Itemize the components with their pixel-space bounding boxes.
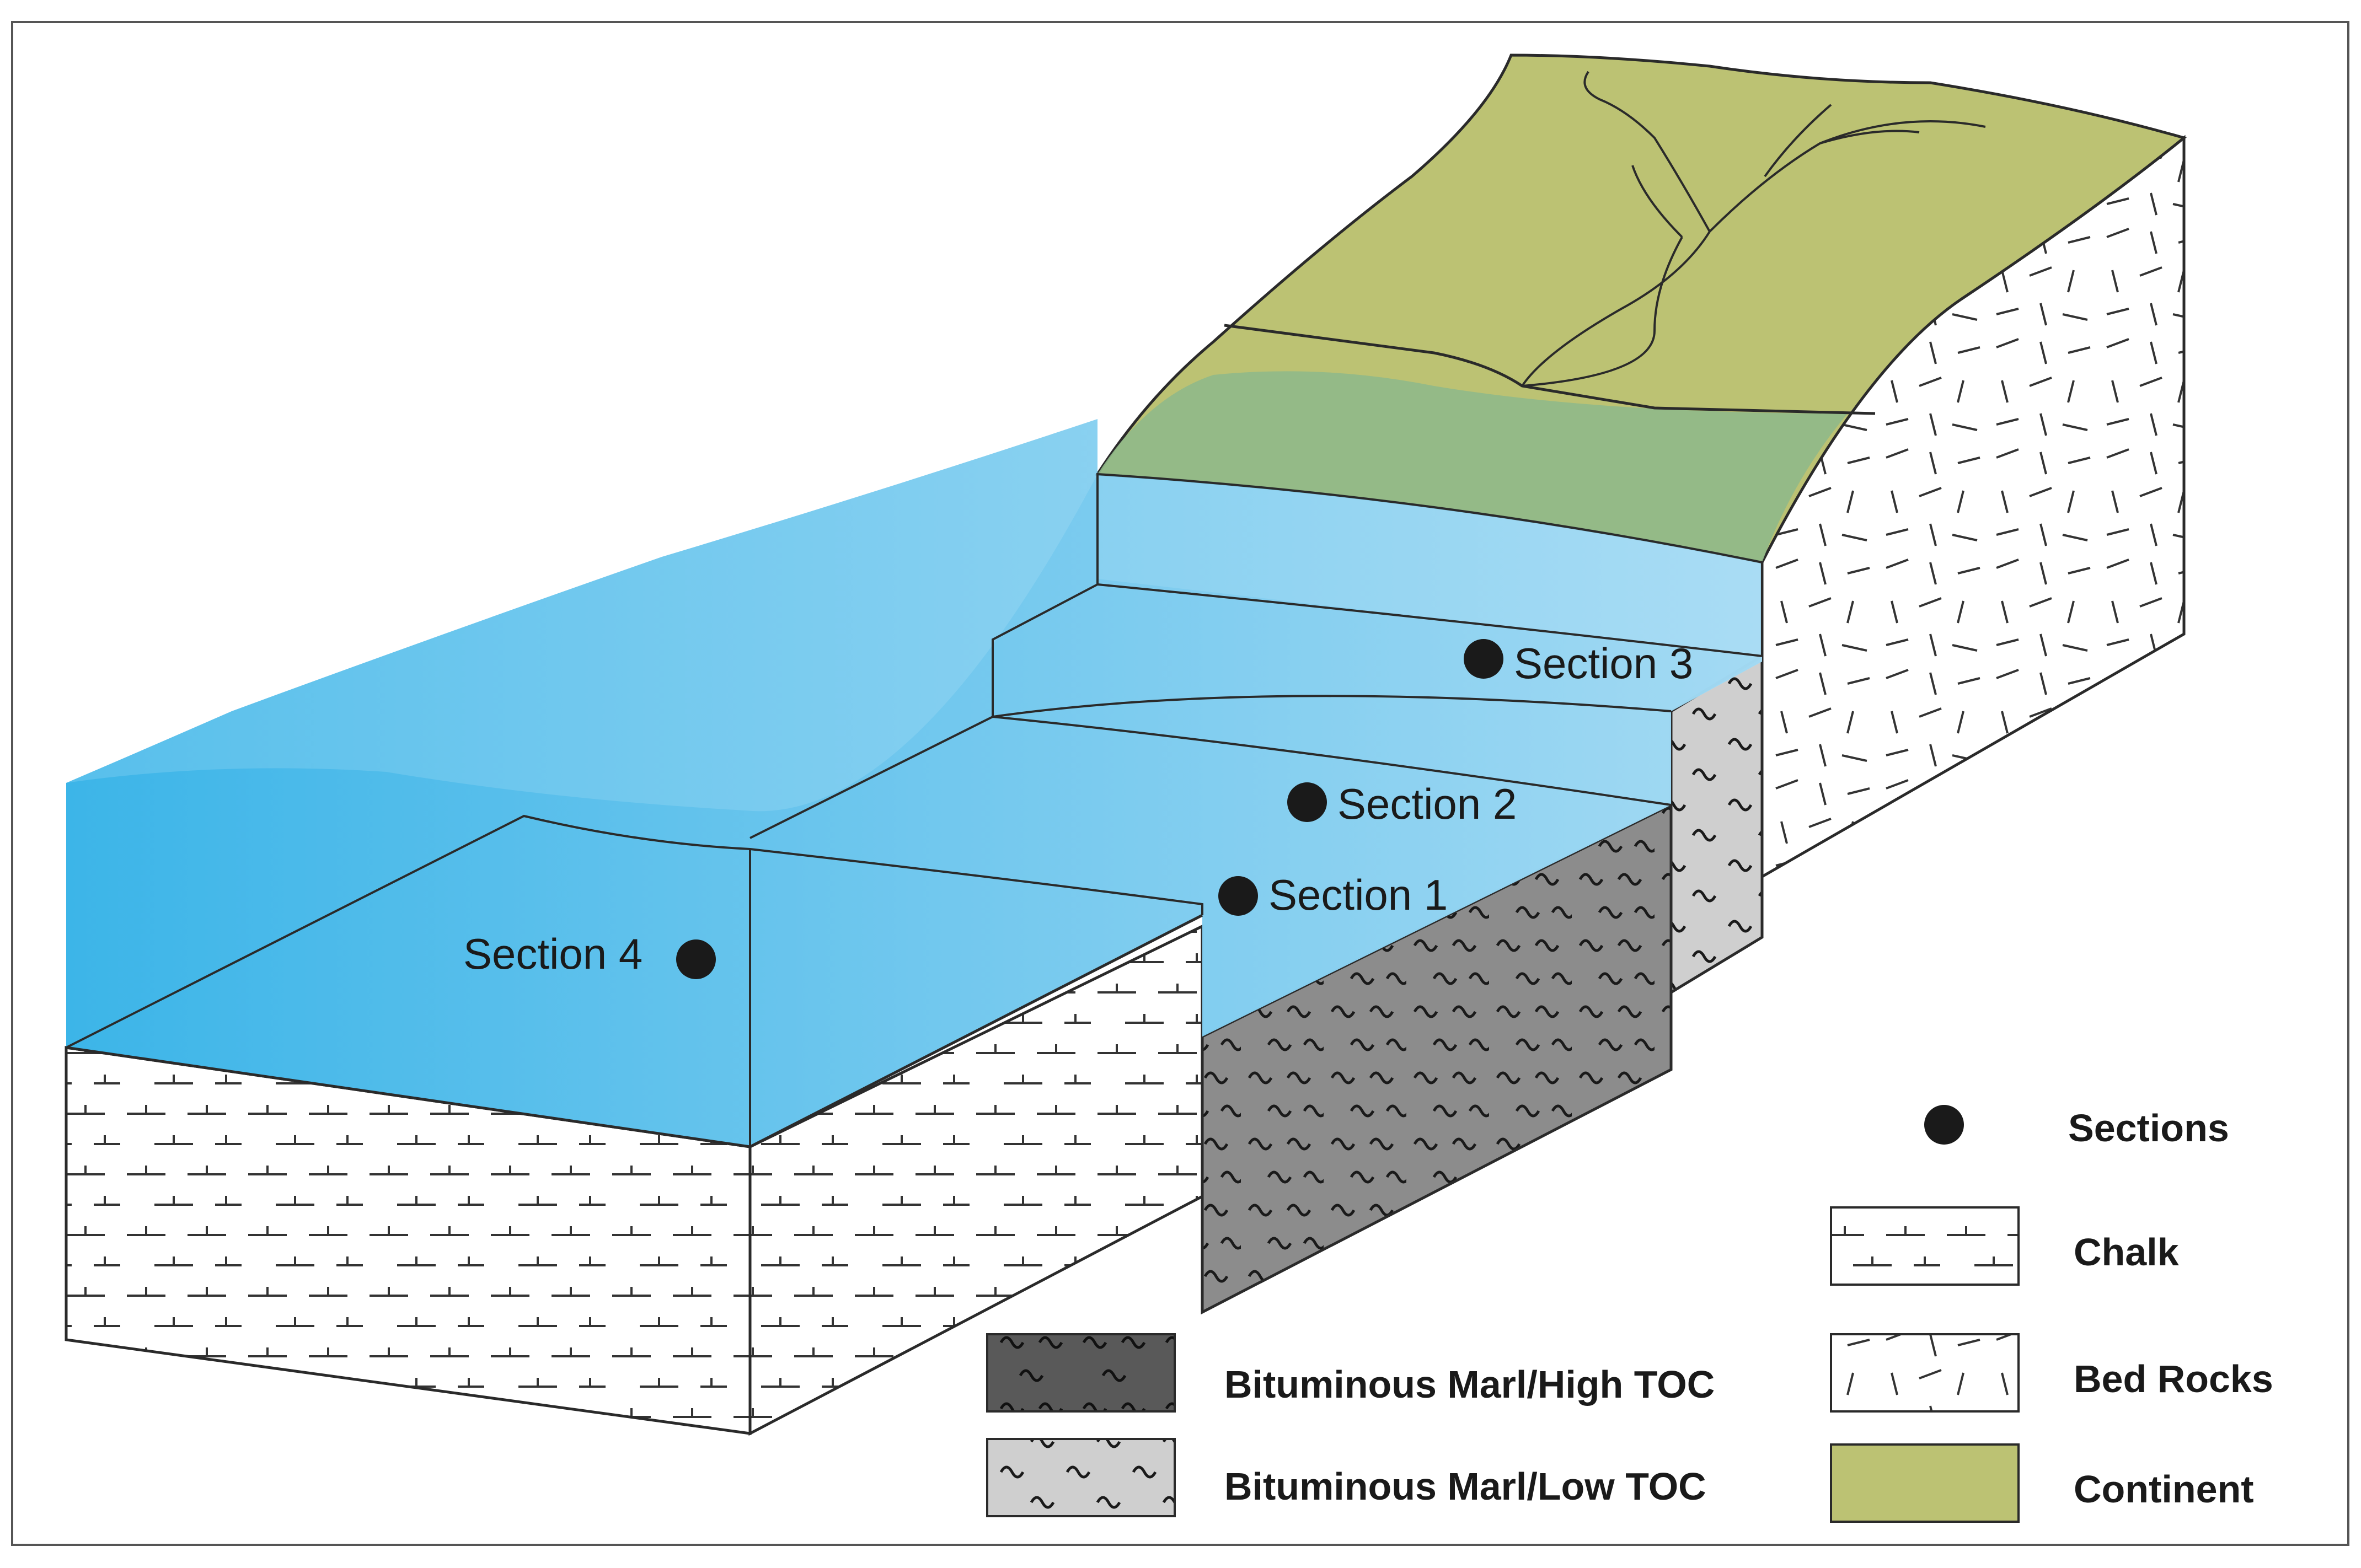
section-2-marker: Section 2 (1287, 780, 1517, 828)
section-4-marker: Section 4 (463, 930, 716, 979)
section-2-label: Section 2 (1337, 780, 1517, 828)
section-3-dot (1464, 639, 1503, 679)
section-4-dot (676, 939, 716, 979)
chalk-side-block (748, 923, 1204, 1436)
legend-label-bed-rocks: Bed Rocks (2074, 1357, 2273, 1400)
shelf-step-1 (66, 814, 1203, 1049)
section-1-marker: Section 1 (1218, 871, 1448, 919)
coastal-shelf (1097, 371, 1848, 562)
legend-swatch-chalk (1830, 1206, 2020, 1286)
legend-swatch-continent (1830, 1443, 2020, 1523)
marl-high-toc-block (1201, 802, 1673, 1315)
legend-label-sections: Sections (2068, 1107, 2229, 1150)
shelf-step-5 (992, 695, 1672, 718)
shelf-step-4 (1096, 472, 1763, 656)
legend-swatch-high-toc (986, 1333, 1176, 1413)
legend-swatch-low-toc (986, 1438, 1176, 1517)
shelf-step-3 (992, 583, 1763, 717)
legend-swatch-bed-rocks (1830, 1333, 2020, 1413)
legend: Bituminous Marl/High TOC Bituminous Marl… (986, 1105, 2273, 1523)
section-1-dot (1218, 876, 1258, 916)
section-3-label: Section 3 (1514, 639, 1693, 688)
legend-label-continent: Continent (2074, 1468, 2254, 1511)
section-2-dot (1287, 782, 1327, 822)
shelf-step-2 (749, 715, 1672, 839)
section-4-label: Section 4 (463, 930, 643, 978)
marl-low-toc-block (1669, 653, 1764, 995)
legend-label-low-toc: Bituminous Marl/Low TOC (1224, 1465, 1706, 1508)
section-3-marker: Section 3 (1464, 639, 1693, 688)
figure-frame (11, 21, 2349, 1546)
section-1-label: Section 1 (1268, 871, 1448, 919)
legend-label-high-toc: Bituminous Marl/High TOC (1224, 1363, 1715, 1406)
legend-label-chalk: Chalk (2074, 1231, 2179, 1274)
sea-water-surface (66, 419, 1762, 1147)
legend-swatch-sections (1924, 1105, 1964, 1145)
continent-fault-line (1224, 324, 1876, 415)
river-network (1521, 71, 1986, 387)
